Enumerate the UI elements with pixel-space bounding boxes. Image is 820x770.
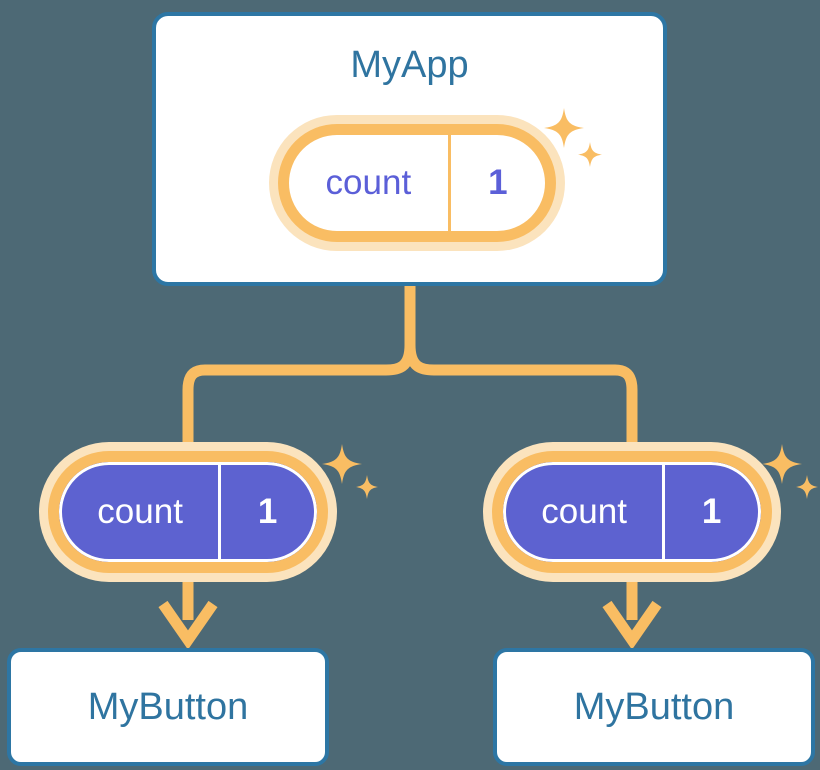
arrow-down-icon: [158, 600, 218, 650]
state-pill-divider: [662, 465, 666, 559]
state-value-label: 1: [701, 492, 722, 531]
sparkle-small-icon: [356, 475, 378, 499]
state-value-label: 1: [257, 492, 278, 531]
state-pill-root[interactable]: count 1: [278, 124, 556, 242]
state-key-label: count: [325, 163, 412, 202]
node-card-myapp[interactable]: MyApp count 1: [152, 12, 667, 286]
node-card-mybutton-right[interactable]: MyButton: [493, 648, 815, 766]
state-value-label: 1: [488, 163, 508, 202]
state-pill-body: count 1: [492, 451, 772, 573]
state-pill-child-left[interactable]: count 1: [48, 451, 328, 573]
node-card-mybutton-left[interactable]: MyButton: [7, 648, 329, 766]
state-pill-body: count 1: [48, 451, 328, 573]
state-key-label: count: [97, 492, 183, 531]
sparkle-small-icon: [796, 475, 818, 499]
node-label: MyButton: [573, 685, 735, 728]
state-pill-child-right[interactable]: count 1: [492, 451, 772, 573]
state-pill-body: count 1: [278, 124, 556, 242]
state-pill-divider: [447, 135, 451, 231]
page-title: MyApp: [350, 44, 469, 86]
arrow-down-icon: [602, 600, 662, 650]
node-label: MyButton: [87, 685, 249, 728]
state-pill-divider: [218, 465, 222, 559]
state-key-label: count: [541, 492, 627, 531]
